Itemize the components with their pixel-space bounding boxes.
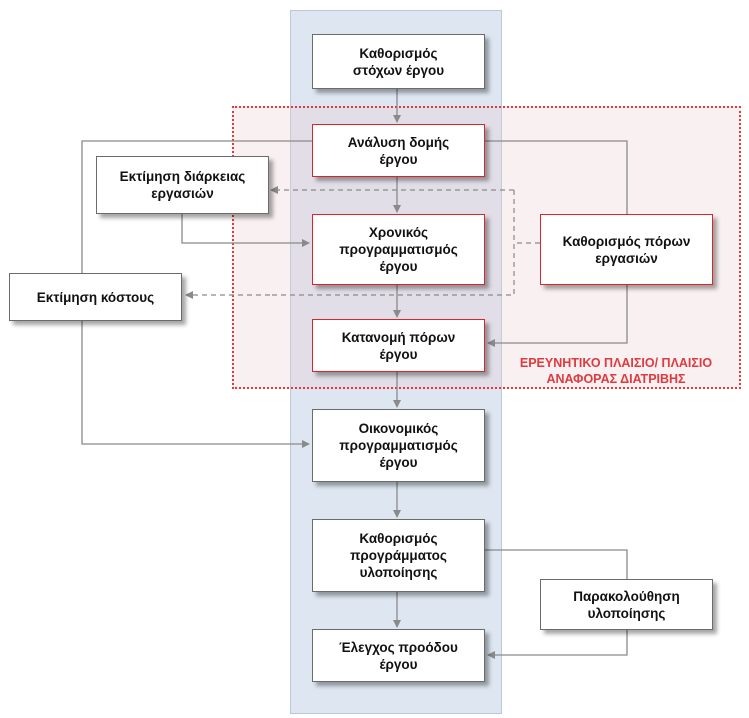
arrow-monitoring-to-control bbox=[487, 630, 628, 659]
box-resources-definition: Καθορισμός πόρων εργασιών bbox=[540, 214, 713, 285]
box-project-goals: Καθορισμός στόχων έργου bbox=[312, 34, 485, 89]
frame-label: ΕΡΕΥΝΗΤΙΚΟ ΠΛΑΙΣΙΟ/ ΠΛΑΙΣΙΟ ΑΝΑΦΟΡΑΣ ΔΙΑ… bbox=[519, 356, 713, 386]
box-cost-estimate: Εκτίμηση κόστους bbox=[9, 273, 182, 321]
box-resource-allocation: Κατανομή πόρων έργου bbox=[312, 319, 485, 372]
box-progress-control: Έλεγχος προόδου έργου bbox=[312, 629, 485, 682]
line-implplan-to-monitoring bbox=[485, 549, 628, 579]
arrow-duration-to-schedule bbox=[181, 214, 310, 247]
box-implementation-plan: Καθορισμός προγράμματος υλοποίησης bbox=[312, 519, 485, 592]
box-financial-schedule: Οικονομικός προγραμματισμός έργου bbox=[312, 409, 485, 482]
box-implementation-monitoring: Παρακολούθηση υλοποίησης bbox=[540, 579, 713, 630]
line-wbs-right-loop bbox=[485, 140, 628, 214]
box-duration-estimate: Εκτίμηση διάρκειας εργασιών bbox=[96, 156, 269, 214]
box-work-breakdown: Ανάλυση δομής έργου bbox=[312, 124, 485, 177]
line-wbs-left-loop bbox=[81, 140, 312, 273]
arrow-resources-to-allocation bbox=[487, 285, 628, 347]
arrow-cost-to-budget bbox=[81, 321, 310, 448]
box-time-schedule: Χρονικός προγραμματισμός έργου bbox=[312, 214, 485, 285]
